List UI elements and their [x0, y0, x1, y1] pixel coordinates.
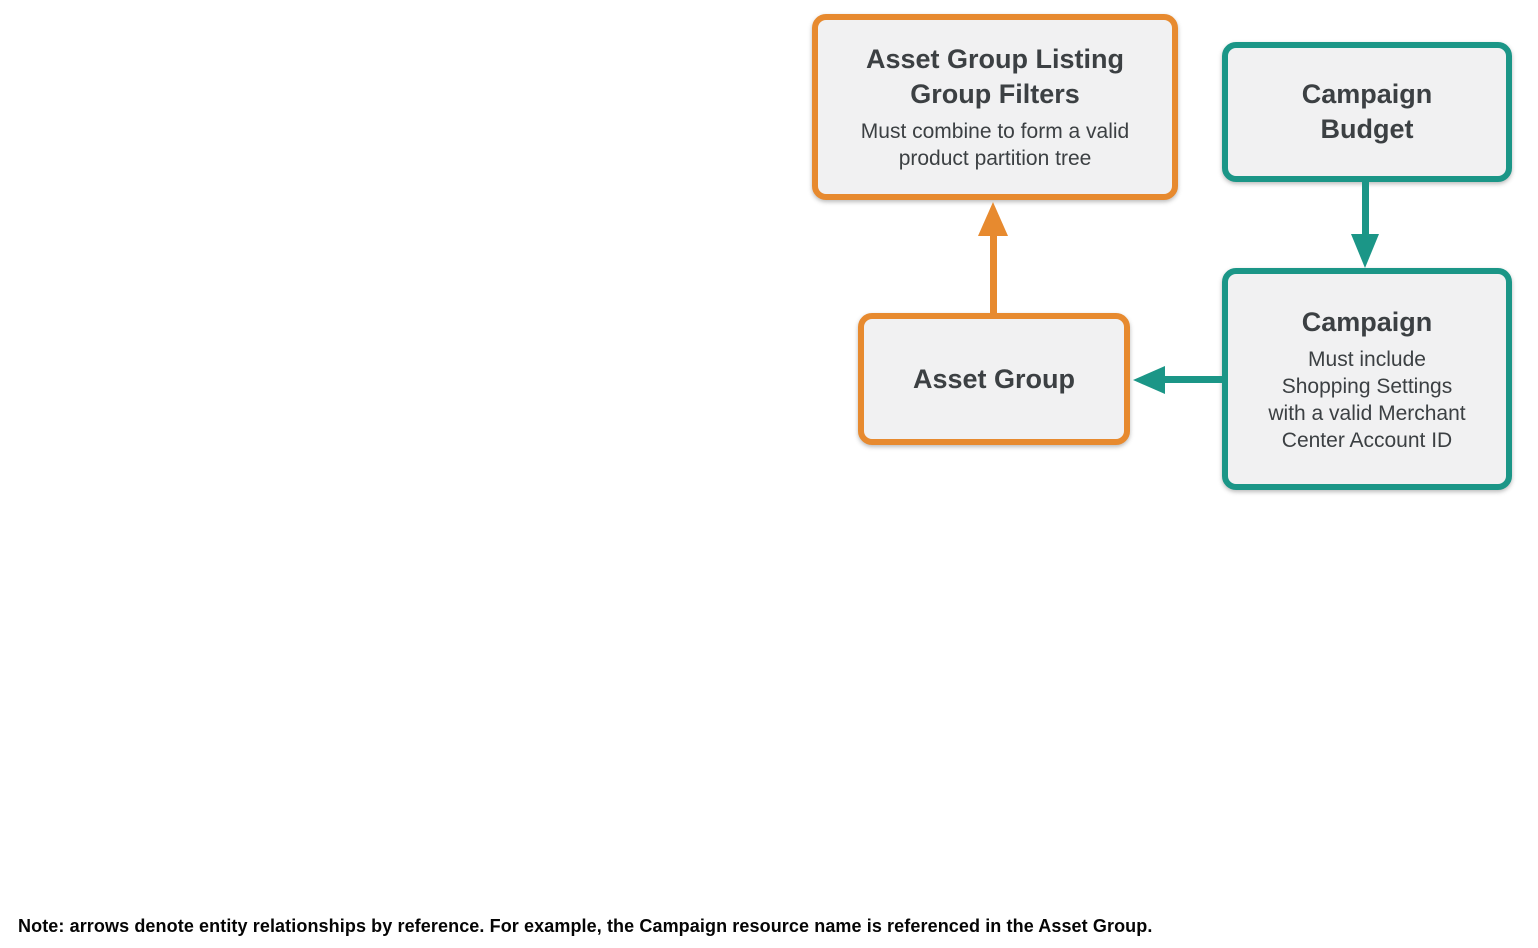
node-title: Campaign [1301, 306, 1433, 337]
node-title: Asset Group Listing Group Filters [865, 44, 1125, 109]
node-campaign: Campaign Must include Shopping Settings … [1222, 268, 1512, 490]
node-subtitle: Must include Shopping Settings with a va… [1268, 347, 1466, 452]
arrowhead-down-icon [1351, 234, 1379, 268]
node-subtitle: Must combine to form a valid product par… [860, 120, 1130, 170]
node-campaign-budget: Campaign Budget [1222, 42, 1512, 182]
node-title: Campaign Budget [1301, 79, 1433, 144]
node-asset-group-listing-group-filters: Asset Group Listing Group Filters Must c… [812, 14, 1178, 200]
arrow-campaign-to-asset-group-line [1162, 376, 1222, 383]
note-text: Note: arrows denote entity relationships… [18, 916, 1153, 936]
node-asset-group: Asset Group [858, 313, 1130, 445]
arrowhead-left-icon [1133, 366, 1165, 394]
arrow-campaign-budget-to-campaign-line [1362, 182, 1369, 236]
node-title: Asset Group [912, 363, 1076, 394]
arrow-asset-group-to-listing-filters-line [990, 234, 997, 313]
arrowhead-up-icon [978, 202, 1008, 236]
